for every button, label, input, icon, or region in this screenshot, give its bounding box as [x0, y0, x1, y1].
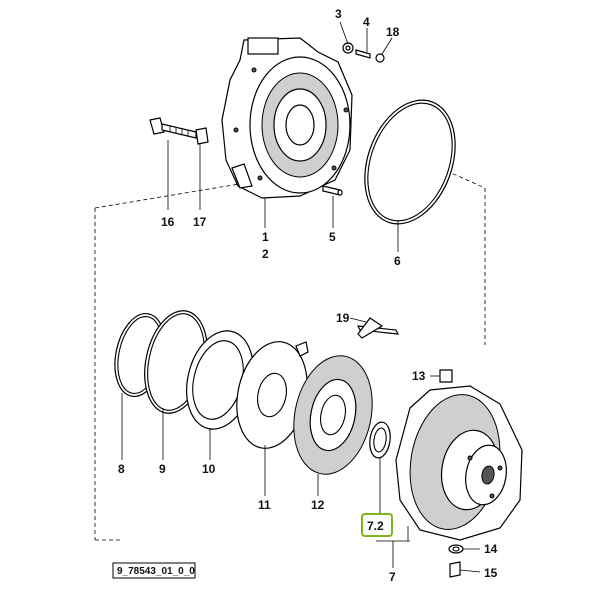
callout-9: 9 [159, 462, 166, 476]
callout-labels: 3 4 18 16 17 1 2 5 6 19 13 8 9 10 11 12 … [118, 7, 498, 584]
callout-6: 6 [394, 254, 401, 268]
highlighted-callout-7-2[interactable]: 7.2 [361, 513, 393, 537]
leader-lines [121, 21, 481, 573]
reference-code-box: 9_78543_01_0_0 [112, 562, 196, 579]
callout-1: 1 [262, 230, 269, 244]
callout-15: 15 [484, 566, 498, 580]
callout-18: 18 [386, 25, 400, 39]
o-ring-large [364, 99, 456, 225]
callout-16: 16 [161, 215, 175, 229]
reference-code: 9_78543_01_0_0 [117, 566, 195, 577]
washer-and-screw [448, 544, 464, 578]
callout-7: 7 [389, 570, 396, 584]
housing-part [221, 37, 353, 199]
callout-19: 19 [336, 311, 350, 325]
callout-4: 4 [363, 15, 370, 29]
callout-5: 5 [329, 230, 336, 244]
callout-13: 13 [412, 369, 426, 383]
callout-11: 11 [258, 498, 271, 512]
callout-7-2: 7.2 [367, 519, 384, 533]
callout-2: 2 [262, 247, 269, 261]
plug-screw [439, 369, 453, 383]
callout-10: 10 [202, 462, 216, 476]
friction-disc [293, 355, 373, 475]
seal-ring [369, 421, 391, 459]
shim-part [356, 317, 400, 339]
callout-3: 3 [335, 7, 342, 21]
screw-assembly-parts [342, 42, 385, 63]
callout-12: 12 [311, 498, 325, 512]
callout-8: 8 [118, 462, 125, 476]
callout-17: 17 [193, 215, 207, 229]
callout-14: 14 [484, 542, 498, 556]
pin-part [322, 185, 343, 196]
hub-assembly [395, 385, 523, 541]
bolt-and-nut [149, 117, 209, 145]
